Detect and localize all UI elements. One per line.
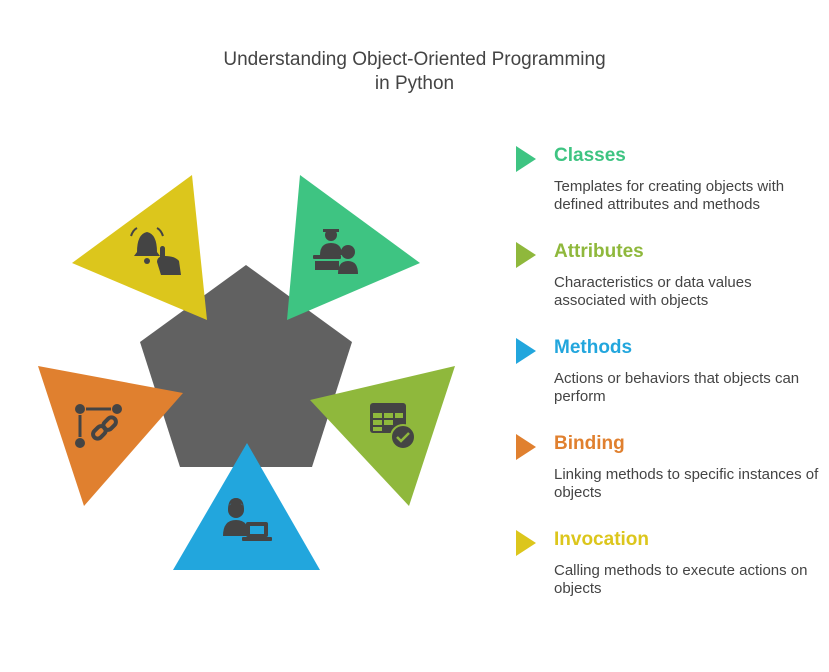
legend-label-binding: Binding	[554, 433, 625, 454]
triangle-marker-icon	[516, 530, 536, 556]
legend-desc-invocation: Calling methods to execute actions on ob…	[554, 562, 808, 597]
table-check-icon	[370, 403, 416, 450]
triangle-binding	[38, 366, 183, 506]
legend-desc-methods: Actions or behaviors that objects can pe…	[554, 370, 800, 405]
triangle-attributes	[310, 366, 455, 506]
triangle-marker-icon	[516, 146, 536, 172]
segment-classes	[287, 175, 420, 320]
segment-binding	[38, 366, 183, 506]
diagram-title: Understanding Object-Oriented Programmin…	[0, 48, 829, 96]
legend-label-methods: Methods	[554, 337, 633, 358]
legend-label-classes: Classes	[554, 145, 626, 166]
legend-label-invocation: Invocation	[554, 529, 650, 550]
legend-desc-classes: Templates for creating objects with defi…	[554, 178, 785, 213]
bell-tap-icon	[130, 227, 181, 275]
link-nodes-icon	[75, 404, 122, 448]
segment-methods	[173, 443, 320, 570]
triangle-classes	[287, 175, 420, 320]
triangle-marker-icon	[516, 338, 536, 364]
title-line-1: Understanding Object-Oriented Programmin…	[223, 49, 606, 70]
segment-invocation	[72, 175, 207, 320]
legend-label-attributes: Attributes	[554, 241, 644, 262]
center-pentagon	[140, 265, 352, 467]
triangle-methods	[173, 443, 320, 570]
triangle-marker-icon	[516, 242, 536, 268]
segment-attributes	[310, 366, 455, 506]
user-laptop-icon	[223, 498, 272, 541]
triangle-marker-icon	[516, 434, 536, 460]
legend-desc-binding: Linking methods to specific instances of…	[554, 466, 819, 501]
teacher-student-icon	[313, 229, 358, 274]
legend-desc-attributes: Characteristics or data values associate…	[554, 274, 752, 309]
title-line-2: in Python	[374, 73, 455, 94]
